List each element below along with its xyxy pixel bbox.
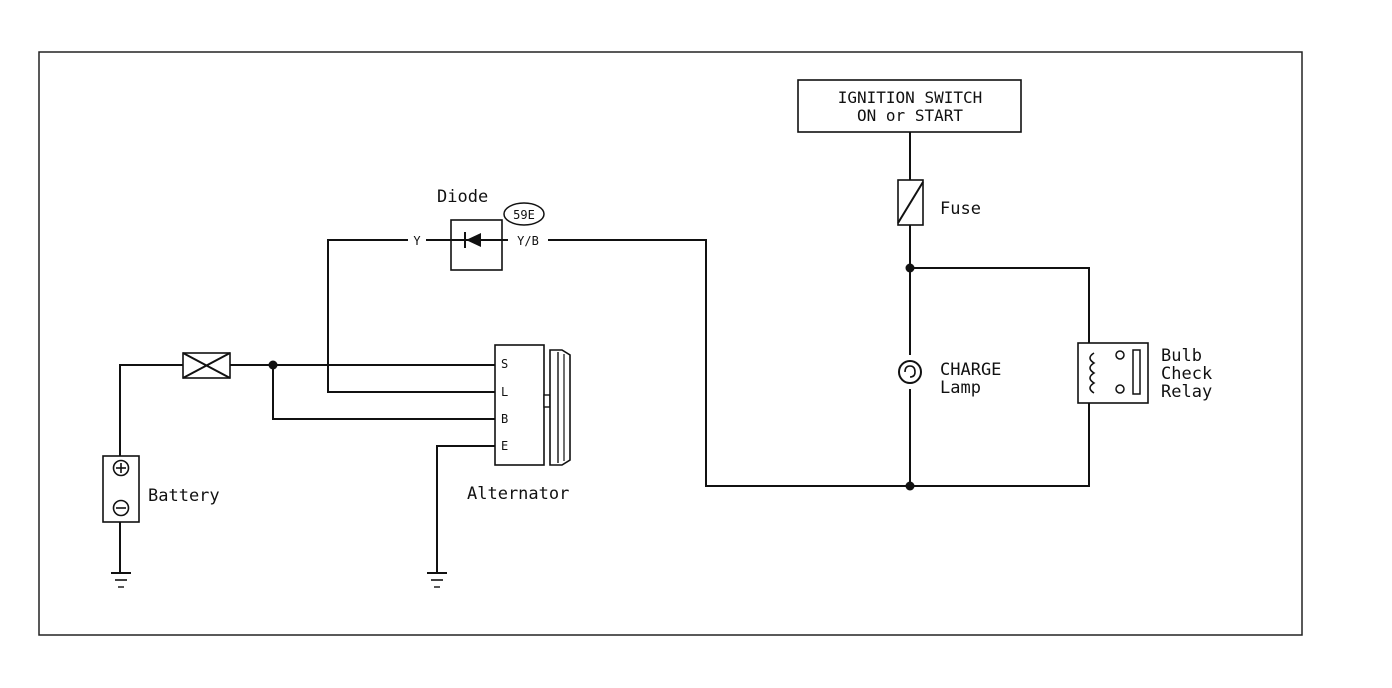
charge-lamp-label-line1: CHARGE xyxy=(940,360,1001,380)
alternator-terminal-e: E xyxy=(501,439,508,453)
junction-dot xyxy=(905,481,915,491)
diode-label: Diode xyxy=(437,187,488,207)
alternator-symbol xyxy=(494,344,571,466)
battery-label: Battery xyxy=(148,486,220,506)
ground-symbol xyxy=(111,572,131,588)
junction-dot xyxy=(268,360,278,370)
alternator-terminal-l: L xyxy=(501,385,508,399)
battery-symbol xyxy=(102,455,140,523)
fusible-link-symbol xyxy=(182,352,231,379)
fuse-symbol xyxy=(897,179,924,226)
ignition-switch-box: IGNITION SWITCH ON or START xyxy=(797,79,1022,133)
ground-symbol xyxy=(427,572,447,588)
alternator-label: Alternator xyxy=(467,484,569,504)
relay-label-line3: Relay xyxy=(1161,382,1212,402)
diagram-frame xyxy=(38,51,1303,636)
diode-symbol xyxy=(437,219,520,271)
relay-label-line2: Check xyxy=(1161,364,1212,384)
alternator-terminal-b: B xyxy=(501,412,508,426)
ignition-switch-line2: ON or START xyxy=(857,106,963,125)
wire-color-y: Y xyxy=(413,234,421,248)
relay-label-line1: Bulb xyxy=(1161,346,1202,366)
junction-dot xyxy=(905,263,915,273)
wire-color-yb: Y/B xyxy=(517,234,539,248)
alternator-terminal-s: S xyxy=(501,357,508,371)
charge-lamp-label-line2: Lamp xyxy=(940,378,981,398)
charge-lamp-symbol xyxy=(898,360,922,384)
diode-connector-code: 59E xyxy=(513,208,535,222)
fuse-label: Fuse xyxy=(940,199,981,219)
relay-symbol xyxy=(1077,342,1149,404)
wires xyxy=(119,132,1090,573)
connector-code-badge xyxy=(503,202,545,226)
ignition-switch-line1: IGNITION SWITCH xyxy=(838,88,983,107)
